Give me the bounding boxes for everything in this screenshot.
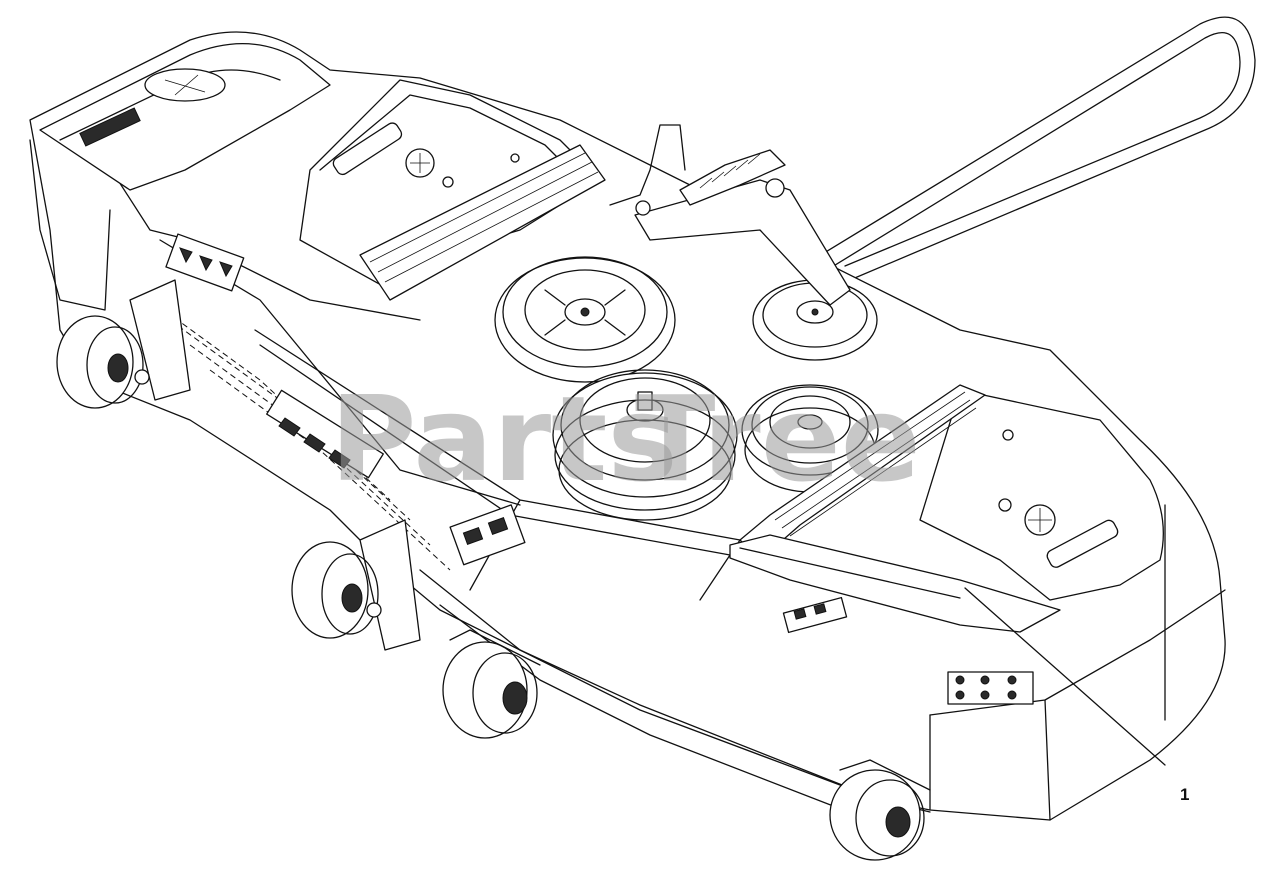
decal-front-center — [449, 504, 526, 566]
decal-rear-left — [165, 233, 245, 292]
front-right-wheel — [829, 759, 931, 861]
left-spindle-cover — [29, 42, 331, 311]
callout-1-label: 1 — [1180, 785, 1189, 804]
right-pulley — [741, 384, 879, 493]
watermark-text-tail: Tree — [635, 370, 921, 508]
center-spindle-cover — [299, 79, 606, 301]
watermark: Parts Tree — [330, 370, 921, 508]
idler-arm-assembly — [609, 124, 851, 306]
idler-pulley — [752, 279, 878, 361]
rear-left-wheel — [56, 279, 191, 409]
center-pulley — [552, 369, 738, 521]
watermark-text-main: Parts — [330, 370, 678, 508]
front-left-wheel — [291, 519, 421, 651]
deck-belt-cover — [729, 384, 1061, 633]
left-pulley — [494, 256, 676, 383]
callout-1: 1 — [964, 587, 1189, 804]
decal-front-mid — [782, 596, 848, 634]
decal-side-logo — [266, 389, 384, 479]
decal-front-right — [947, 671, 1034, 705]
front-center-wheel — [442, 629, 541, 739]
right-spindle-cover — [919, 389, 1164, 601]
